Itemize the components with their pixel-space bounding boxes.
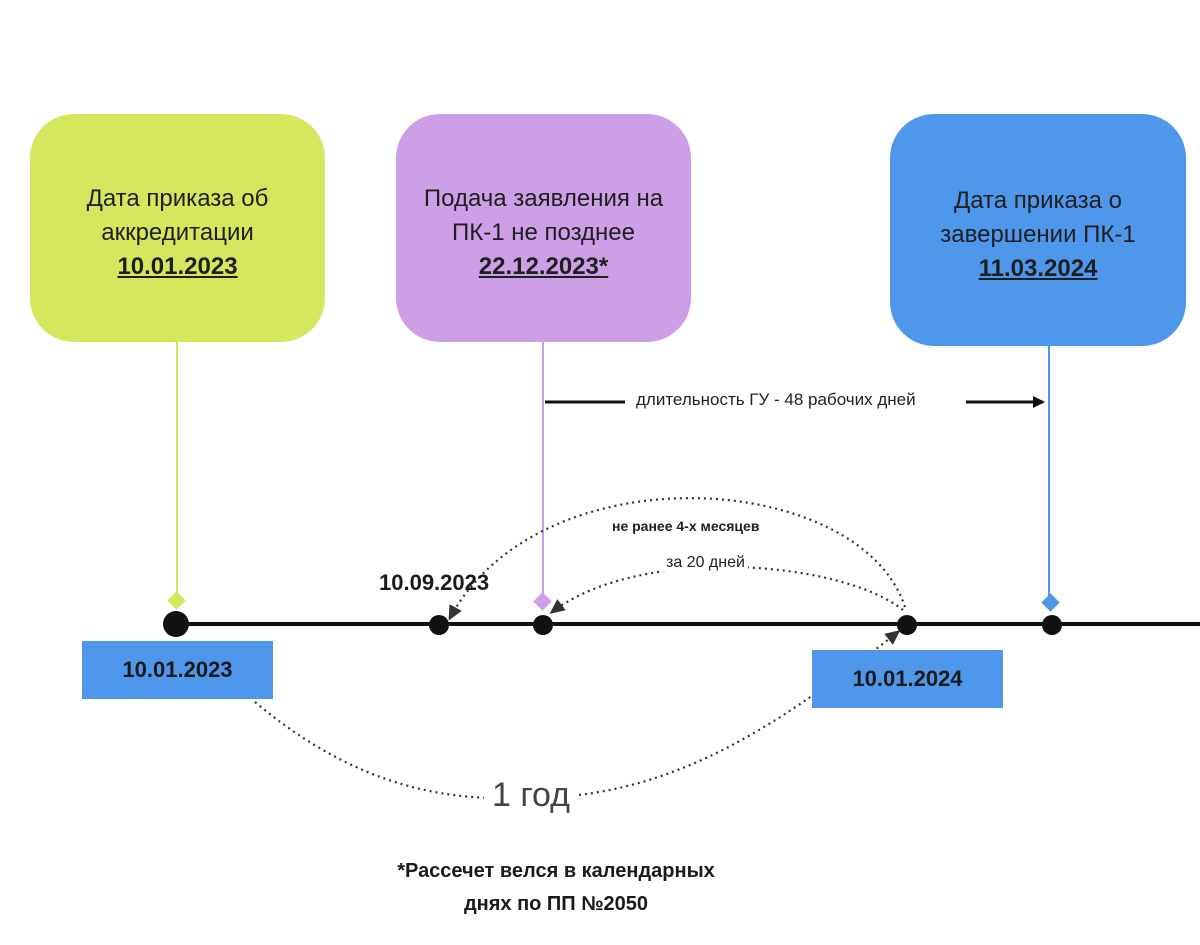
card-application: Подача заявления на ПК-1 не позднее 22.1… <box>396 114 691 342</box>
timeline-point-earliest <box>429 615 449 635</box>
diamond-marker-blue <box>1041 593 1060 612</box>
card-accreditation-line1: Дата приказа об <box>86 185 269 212</box>
footnote: *Рассечет велся в календарных днях по ПП… <box>300 855 812 921</box>
card-accreditation: Дата приказа об аккредитации 10.01.2023 <box>30 114 325 342</box>
anniversary-date-box: 10.01.2024 <box>812 650 1003 708</box>
start-date-box: 10.01.2023 <box>82 641 273 699</box>
diamond-marker-purple <box>533 592 552 611</box>
not-earlier-label: не ранее 4-х месяцев <box>610 518 762 534</box>
timeline-point-application <box>533 615 553 635</box>
card-application-date: 22.12.2023* <box>478 253 609 280</box>
card-completion: Дата приказа о завершении ПК-1 11.03.202… <box>890 114 1186 346</box>
footnote-line2: днях по ПП №2050 <box>463 893 649 915</box>
card-accreditation-line2: аккредитации <box>101 219 254 246</box>
card-application-line1: Подача заявления на <box>423 185 664 212</box>
arc-not-earlier-4-months <box>448 497 907 621</box>
timeline-point-anniversary <box>897 615 917 635</box>
timeline-point-completion <box>1042 615 1062 635</box>
card-completion-date: 11.03.2024 <box>978 255 1098 282</box>
earliest-date-label: 10.09.2023 <box>379 570 490 595</box>
card-application-line2: ПК-1 не позднее <box>451 219 635 246</box>
footnote-line1: *Рассечет велся в календарных <box>397 860 715 882</box>
one-year-label: 1 год <box>484 776 579 815</box>
duration-label: длительность ГУ - 48 рабочих дней <box>634 390 918 410</box>
arc-twenty-days <box>549 565 904 614</box>
card-accreditation-date: 10.01.2023 <box>117 253 238 280</box>
card-completion-line1: Дата приказа о <box>953 187 1123 214</box>
timeline-point-start <box>163 611 189 637</box>
card-completion-line2: завершении ПК-1 <box>940 221 1136 248</box>
diamond-marker-green <box>167 591 186 610</box>
arc-one-year <box>254 630 901 800</box>
twenty-days-label: за 20 дней <box>663 554 748 572</box>
